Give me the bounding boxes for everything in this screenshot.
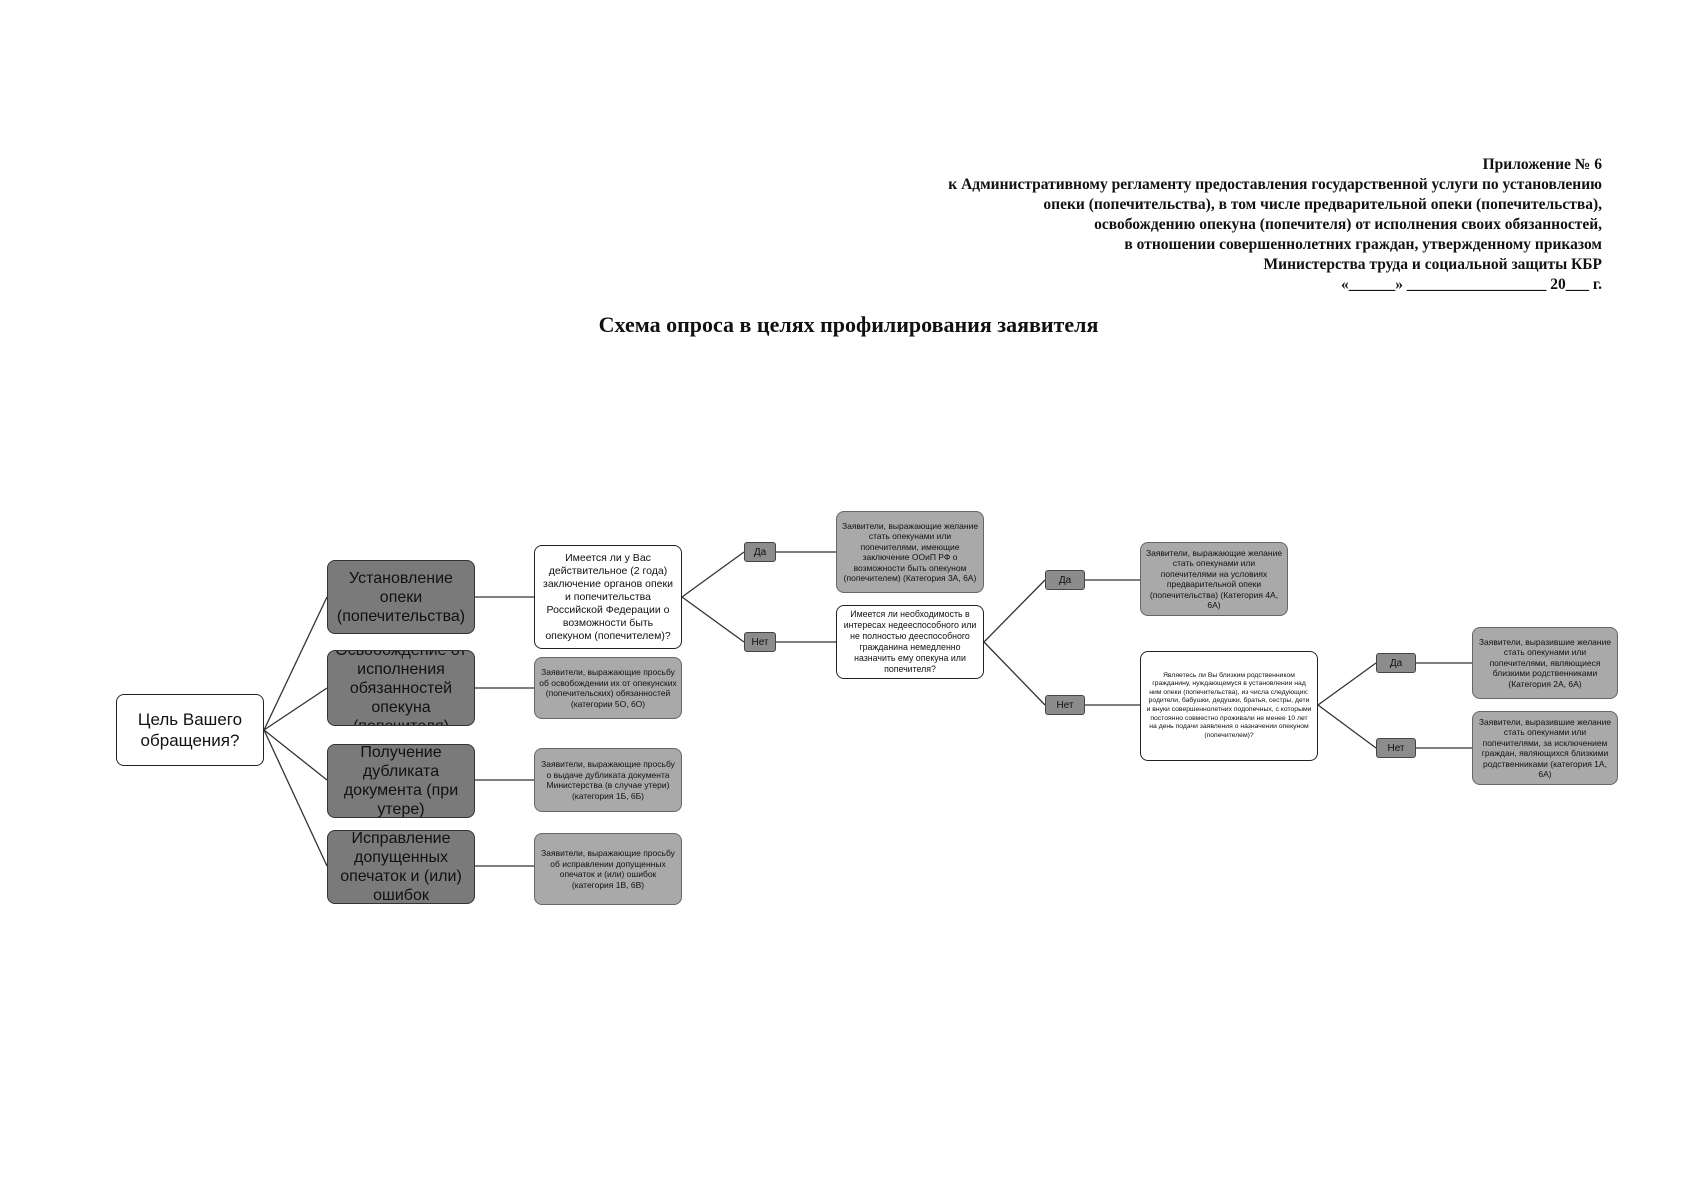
yes-label: Да	[744, 542, 776, 562]
question-conclusion: Имеется ли у Вас действительное (2 года)…	[534, 545, 682, 649]
purpose-text: Исправление допущенных опечаток и (или) …	[340, 830, 462, 904]
no-label: Нет	[744, 632, 776, 652]
result-text: Заявители, выражающие просьбу о выдаче д…	[541, 759, 675, 801]
yes-label: Да	[1045, 570, 1085, 590]
result-text: Заявители, выражающие просьбу об исправл…	[541, 848, 675, 890]
result-q2-yes: Заявители, выражающие желание стать опек…	[1140, 542, 1288, 616]
question-text: Имеется ли у Вас действительное (2 года)…	[543, 551, 673, 642]
result-text: Заявители, выразившие желание стать опек…	[1478, 636, 1612, 689]
question-close-relative: Являетесь ли Вы близким родственником гр…	[1140, 651, 1318, 761]
question-urgent-appointment: Имеется ли необходимость в интересах нед…	[836, 605, 984, 679]
result-correction: Заявители, выражающие просьбу об исправл…	[534, 833, 682, 905]
result-q3-no: Заявители, выразившие желание стать опек…	[1472, 711, 1618, 785]
header-line: в отношении совершеннолетних граждан, ут…	[1124, 236, 1602, 253]
header-line: «______» __________________ 20___ г.	[1340, 276, 1602, 293]
question-text: Имеется ли необходимость в интересах нед…	[843, 609, 977, 674]
result-q3-yes: Заявители, выразившие желание стать опек…	[1472, 627, 1618, 699]
result-duplicate: Заявители, выражающие просьбу о выдаче д…	[534, 748, 682, 812]
no-label: Нет	[1376, 738, 1416, 758]
result-text: Заявители, выразившие желание стать опек…	[1478, 716, 1612, 780]
purpose-text: Установление опеки (попечительства)	[336, 569, 466, 625]
purpose-duplicate: Получение дубликата документа (при утере…	[327, 744, 475, 818]
purpose-text: Освобождение от исполнения обязанностей …	[335, 650, 467, 726]
result-text: Заявители, выражающие желание стать опек…	[841, 520, 979, 584]
header-line: Приложение № 6	[1482, 156, 1602, 173]
purpose-release: Освобождение от исполнения обязанностей …	[327, 650, 475, 726]
header-line: Министерства труда и социальной защиты К…	[1263, 256, 1602, 273]
root-question-text: Цель Вашего обращения?	[137, 710, 243, 750]
result-text: Заявители, выражающие просьбу об освобож…	[539, 667, 677, 709]
result-q1-yes: Заявители, выражающие желание стать опек…	[836, 511, 984, 593]
no-label: Нет	[1045, 695, 1085, 715]
appendix-header: Приложение № 6 к Административному регла…	[702, 155, 1602, 295]
header-line: опеки (попечительства), в том числе пред…	[1043, 196, 1602, 213]
page-title: Схема опроса в целях профилирования заяв…	[598, 312, 1099, 337]
yes-label: Да	[1376, 653, 1416, 673]
root-question: Цель Вашего обращения?	[116, 694, 264, 766]
header-line: к Административному регламенту предостав…	[948, 176, 1602, 193]
purpose-text: Получение дубликата документа (при утере…	[343, 744, 459, 818]
result-release: Заявители, выражающие просьбу об освобож…	[534, 657, 682, 719]
header-line: освобождению опекуна (попечителя) от исп…	[1094, 216, 1602, 233]
purpose-guardianship: Установление опеки (попечительства)	[327, 560, 475, 634]
purpose-correction: Исправление допущенных опечаток и (или) …	[327, 830, 475, 904]
result-text: Заявители, выражающие желание стать опек…	[1145, 547, 1283, 611]
question-text: Являетесь ли Вы близким родственником гр…	[1146, 671, 1312, 739]
